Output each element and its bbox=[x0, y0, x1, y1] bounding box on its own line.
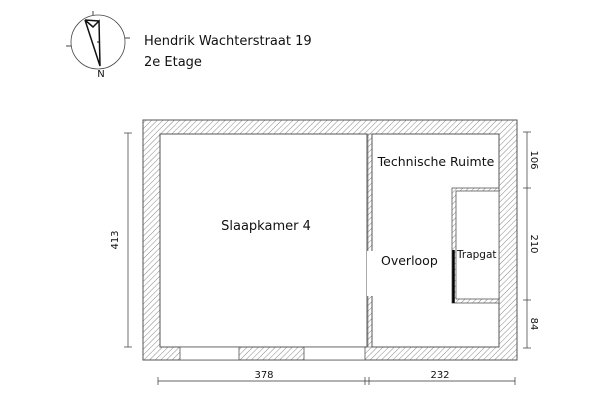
window bbox=[303, 346, 366, 361]
partition-wall bbox=[367, 133, 373, 348]
stairwell bbox=[455, 190, 500, 300]
dim-width-left: 378 bbox=[254, 370, 273, 381]
walls bbox=[142, 119, 518, 361]
north-label: N bbox=[97, 69, 104, 80]
room-label-landing: Overloop bbox=[381, 253, 438, 268]
window bbox=[179, 346, 240, 361]
dim-right-bottom: 84 bbox=[528, 318, 539, 331]
room-bedroom bbox=[159, 133, 368, 348]
room-label-technical: Technische Ruimte bbox=[377, 154, 495, 169]
dim-width-right: 232 bbox=[430, 370, 449, 381]
address-title: Hendrik Wachterstraat 19 bbox=[144, 34, 312, 49]
room-label-stairwell: Trapgat bbox=[456, 249, 497, 261]
dim-right-top: 106 bbox=[528, 150, 539, 169]
dim-right-middle: 210 bbox=[528, 234, 539, 253]
north-arrow-icon bbox=[66, 11, 130, 70]
floor-title: 2e Etage bbox=[144, 55, 202, 70]
dimension-lines bbox=[124, 131, 531, 385]
doorway bbox=[367, 251, 373, 296]
dim-height-total: 413 bbox=[110, 230, 121, 249]
room-label-bedroom: Slaapkamer 4 bbox=[221, 219, 311, 234]
